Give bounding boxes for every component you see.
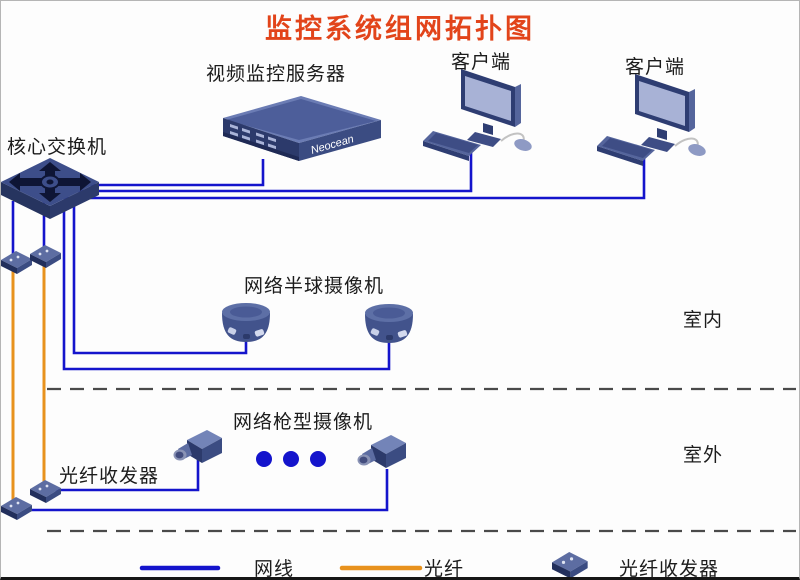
bullet-camera-label: 网络枪型摄像机 <box>233 412 374 433</box>
fiber-lines <box>11 263 46 501</box>
fiber-transceiver-icon-3 <box>30 480 61 503</box>
fiber-transceiver-label: 光纤收发器 <box>59 466 160 487</box>
core-switch-label: 核心交换机 <box>7 137 108 158</box>
legend-fiber-label: 光纤 <box>424 559 465 580</box>
client2-label: 客户端 <box>625 57 686 78</box>
page-title: 监控系统组网拓扑图 <box>265 14 535 44</box>
client2-icon <box>596 73 709 167</box>
legend-network-label: 网线 <box>254 559 295 580</box>
server-icon: Neocean <box>223 96 381 161</box>
dome-camera-icon-1 <box>222 303 270 342</box>
bullet-camera-icon-2 <box>357 435 406 468</box>
fiber-transceiver-icon-4 <box>1 497 32 520</box>
server-label: 视频监控服务器 <box>206 64 347 85</box>
client1-icon <box>422 68 535 162</box>
zone-divider-lines <box>47 387 796 533</box>
fiber-transceiver-icon-2 <box>30 245 61 268</box>
more-cameras-ellipsis <box>256 451 326 467</box>
legend-transceiver-icon <box>552 552 588 577</box>
fiber-transceiver-icon-1 <box>1 251 32 274</box>
dome-camera-label: 网络半球摄像机 <box>244 276 385 297</box>
core-switch-icon <box>1 158 99 219</box>
bullet-camera-icon-1 <box>173 430 222 463</box>
zone-outdoor-label: 室外 <box>683 445 724 466</box>
network-cable-lines <box>11 151 646 512</box>
client1-label: 客户端 <box>451 52 512 73</box>
legend-transceiver-label: 光纤收发器 <box>619 559 720 580</box>
zone-indoor-label: 室内 <box>683 310 724 331</box>
dome-camera-icon-2 <box>365 304 413 343</box>
